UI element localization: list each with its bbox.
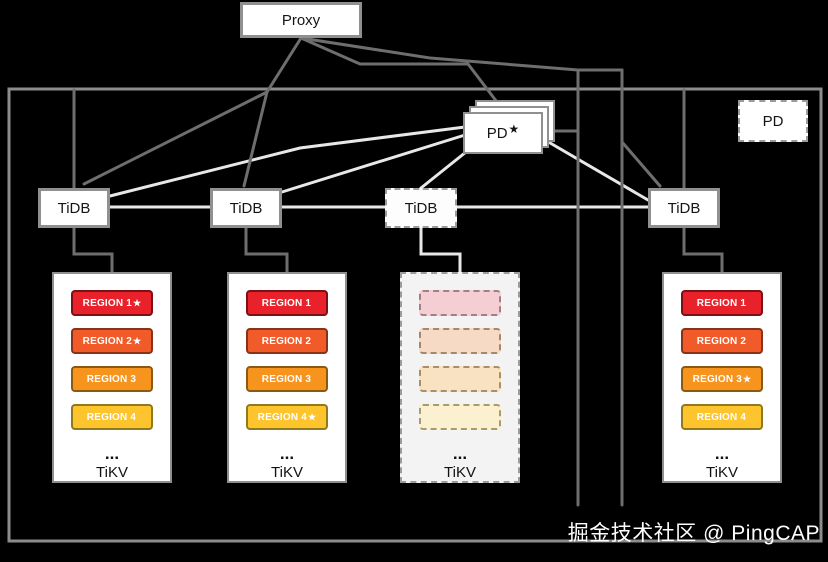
pd-cluster-node: PD★ — [463, 100, 555, 154]
tikv-node-1: REGION 1★ REGION 2★ REGION 3 REGION 4 ..… — [52, 272, 172, 483]
region-label: REGION 2 — [261, 335, 312, 347]
tidb-label: TiDB — [57, 199, 91, 217]
tidb-node-1: TiDB — [38, 188, 110, 228]
leader-star-icon: ★ — [743, 373, 752, 384]
cluster-boundary — [7, 87, 823, 543]
region-chip: REGION 1★ — [71, 290, 153, 316]
pd-cluster-front: PD★ — [463, 112, 543, 154]
region-chip: REGION 1 — [681, 290, 763, 316]
region-chip: REGION 3★ — [681, 366, 763, 392]
region-label: REGION 1 — [696, 297, 747, 309]
tidb-label: TiDB — [229, 199, 263, 217]
leader-star-icon: ★ — [508, 122, 520, 136]
region-label: REGION 2 — [82, 335, 133, 347]
light-connectors — [108, 125, 650, 274]
footer-credit: 掘金技术社区 @ PingCAP — [567, 522, 820, 545]
pd-spare-node: PD — [738, 100, 808, 142]
region-chip-placeholder — [419, 366, 501, 392]
region-chip: REGION 4★ — [246, 404, 328, 430]
leader-star-icon: ★ — [133, 297, 142, 308]
region-label: REGION 1 — [261, 297, 312, 309]
leader-star-icon: ★ — [308, 411, 317, 422]
region-chip: REGION 1 — [246, 290, 328, 316]
tidb-node-2: TiDB — [210, 188, 282, 228]
tidb-label: TiDB — [404, 199, 438, 217]
region-chip: REGION 4 — [681, 404, 763, 430]
tikv-label: TiKV — [706, 464, 738, 481]
region-chip: REGION 2 — [246, 328, 328, 354]
region-label: REGION 4 — [86, 411, 137, 423]
region-chip-placeholder — [419, 404, 501, 430]
region-label: REGION 3 — [86, 373, 137, 385]
pd-spare-label: PD — [762, 112, 784, 130]
tidb-label: TiDB — [667, 199, 701, 217]
tikv-label: TiKV — [96, 464, 128, 481]
tidb-node-3-pending: TiDB — [385, 188, 457, 228]
tikv-ellipsis: ... — [452, 444, 468, 463]
tikv-node-2: REGION 1 REGION 2 REGION 3 REGION 4★ ...… — [227, 272, 347, 483]
region-chip-placeholder — [419, 290, 501, 316]
region-label: REGION 2 — [696, 335, 747, 347]
region-chip: REGION 2★ — [71, 328, 153, 354]
leader-star-icon: ★ — [133, 335, 142, 346]
tidb-node-4: TiDB — [648, 188, 720, 228]
region-chip: REGION 4 — [71, 404, 153, 430]
region-chip-placeholder — [419, 328, 501, 354]
tikv-ellipsis: ... — [714, 444, 730, 463]
region-chip: REGION 3 — [71, 366, 153, 392]
proxy-node: Proxy — [240, 2, 362, 38]
pd-cluster-label: PD — [486, 124, 508, 142]
region-label: REGION 4 — [696, 411, 747, 423]
region-chip: REGION 3 — [246, 366, 328, 392]
tikv-ellipsis: ... — [279, 444, 295, 463]
region-chip: REGION 2 — [681, 328, 763, 354]
tikv-node-4: REGION 1 REGION 2 REGION 3★ REGION 4 ...… — [662, 272, 782, 483]
tikv-label: TiKV — [271, 464, 303, 481]
dark-connectors — [72, 36, 724, 507]
region-label: REGION 4 — [257, 411, 308, 423]
proxy-label: Proxy — [281, 11, 321, 29]
tikv-node-3-pending: ... TiKV — [400, 272, 520, 483]
tikv-ellipsis: ... — [104, 444, 120, 463]
region-label: REGION 1 — [82, 297, 133, 309]
region-label: REGION 3 — [261, 373, 312, 385]
tikv-label: TiKV — [444, 464, 476, 481]
region-label: REGION 3 — [692, 373, 743, 385]
